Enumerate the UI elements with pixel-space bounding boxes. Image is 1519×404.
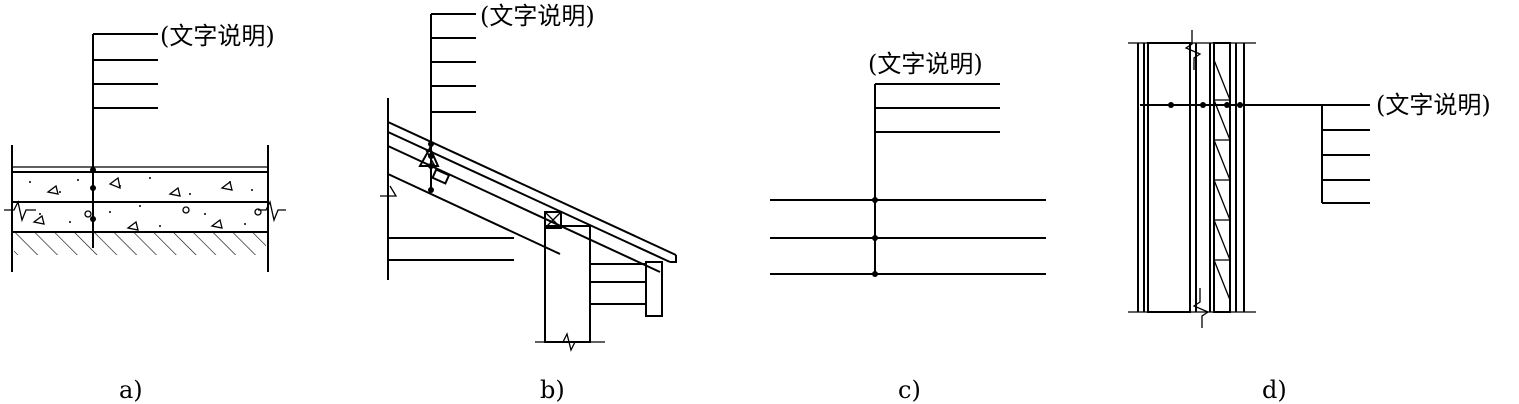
aggregate-triangles [32,176,262,231]
masonry-layer [1147,42,1191,313]
caption-c: c) [898,376,921,404]
concrete-texture [29,177,253,227]
panel-d: (文字说明) d) [1128,30,1491,404]
caption-d: d) [1262,376,1287,404]
leader-a [90,33,158,248]
insulation-zigzag [1213,59,1231,301]
panel-c: (文字说明) c) [770,50,1046,404]
caption-b: b) [540,376,565,404]
roof-eave [380,98,677,352]
leader-b [428,13,476,193]
note-b: (文字说明) [480,2,595,30]
layer-lines [770,199,1046,275]
note-a: (文字说明) [160,22,275,50]
caption-a: a) [119,376,143,404]
brick-wall [544,225,591,343]
panel-b: (文字说明) b) [380,2,677,404]
note-c: (文字说明) [868,50,983,78]
leader-c [872,83,1000,277]
wall-section [1128,30,1256,328]
panel-a: (文字说明) a) [4,22,286,404]
leader-d [1140,102,1370,204]
floor-slab [4,145,286,272]
ground-hatch [14,233,266,255]
note-d: (文字说明) [1376,91,1491,119]
